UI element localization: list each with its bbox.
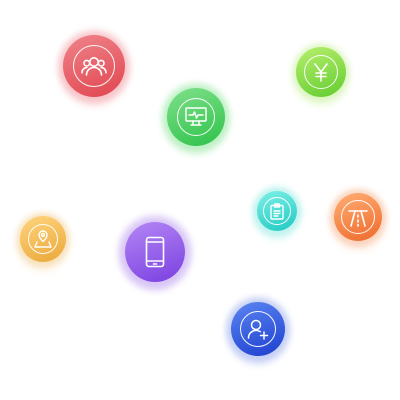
- clipboard-icon: [270, 202, 284, 220]
- road-highway-icon: [348, 210, 368, 227]
- monitor-pulse-icon: [185, 107, 207, 126]
- yen-currency-icon: [314, 63, 328, 82]
- group-users-icon: [81, 57, 107, 76]
- add-user-icon: [247, 319, 269, 340]
- map-location-icon: [34, 230, 52, 248]
- mobile-phone-icon: [145, 236, 165, 268]
